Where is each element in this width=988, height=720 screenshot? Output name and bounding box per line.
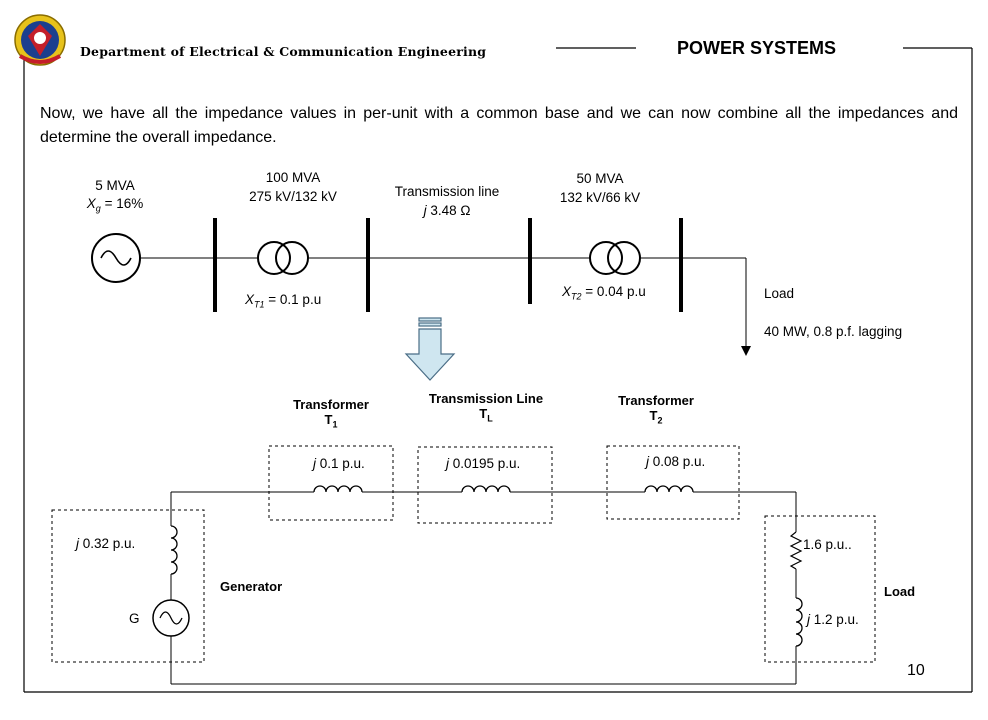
tl-inductor	[461, 485, 511, 493]
gen-symbol-label: G	[129, 611, 140, 626]
tl-box	[417, 446, 553, 524]
load-inductor	[795, 597, 803, 647]
gen-title: Generator	[220, 579, 283, 594]
gen-inductor	[170, 525, 178, 575]
t1-box	[268, 445, 394, 521]
t1-impedance: j 0.1 p.u.	[313, 456, 365, 471]
page-number: 10	[907, 662, 925, 679]
t2-box	[606, 445, 740, 520]
university-logo	[14, 14, 66, 66]
transformer-t2-symbol	[589, 241, 641, 275]
load-resistor	[789, 531, 803, 570]
line-label: Transmission line	[394, 184, 500, 199]
load-title: Load	[884, 584, 916, 599]
line-impedance: j 3.48 Ω	[423, 203, 471, 218]
t2-rating: 50 MVA	[576, 171, 624, 186]
department-name: Department of Electrical & Communication…	[80, 44, 487, 59]
load-reactance: j 1.2 p.u.	[807, 612, 859, 627]
conversion-arrow	[404, 317, 456, 381]
tl-impedance: j 0.0195 p.u.	[446, 456, 521, 471]
t2-voltage: 132 kV/66 kV	[559, 190, 641, 205]
gen-rating: 5 MVA	[95, 178, 135, 193]
t1-rating: 100 MVA	[265, 170, 321, 185]
course-title: POWER SYSTEMS	[677, 38, 837, 58]
slide-frame	[23, 47, 973, 693]
load-resistance: 1.6 p.u..	[803, 537, 852, 552]
gen-box	[51, 509, 205, 663]
intro-paragraph: Now, we have all the impedance values in…	[40, 105, 958, 146]
gen-source-symbol	[152, 599, 190, 637]
impedance-diagram	[51, 445, 876, 685]
load-label: Load	[764, 286, 795, 301]
generator-symbol	[91, 233, 141, 283]
t2-inductor	[644, 485, 694, 493]
gen-impedance: j 0.32 p.u.	[76, 536, 136, 551]
t2-reactance: XT2 = 0.04 p.u	[562, 284, 646, 302]
t2-impedance: j 0.08 p.u.	[646, 454, 706, 469]
gen-reactance: Xg = 16%	[86, 196, 144, 214]
t1-voltage: 275 kV/132 kV	[249, 189, 337, 204]
single-line-diagram	[91, 218, 751, 356]
load-box	[764, 515, 876, 663]
transformer-t1-symbol	[257, 241, 309, 275]
load-value: 40 MW, 0.8 p.f. lagging	[764, 324, 903, 339]
t1-reactance: XT1 = 0.1 p.u	[245, 292, 322, 310]
t1-inductor	[313, 485, 363, 493]
